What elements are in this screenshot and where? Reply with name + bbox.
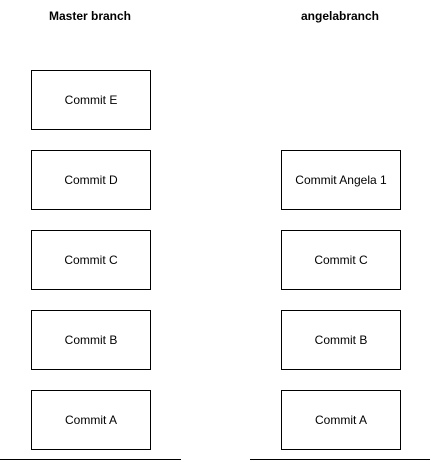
master-branch-baseline bbox=[0, 459, 181, 460]
angelabranch-commit-box: Commit C bbox=[281, 230, 401, 290]
angelabranch-baseline bbox=[250, 459, 430, 460]
commit-label: Commit D bbox=[64, 173, 118, 187]
master-commit-box: Commit E bbox=[31, 70, 151, 130]
commit-label: Commit Angela 1 bbox=[295, 173, 387, 187]
angelabranch-title: angelabranch bbox=[300, 9, 380, 23]
master-commit-box: Commit C bbox=[31, 230, 151, 290]
commit-label: Commit A bbox=[64, 413, 117, 427]
master-commit-box: Commit B bbox=[31, 310, 151, 370]
commit-label: Commit A bbox=[314, 413, 367, 427]
commit-label: Commit E bbox=[64, 93, 118, 107]
master-branch-title: Master branch bbox=[48, 9, 132, 23]
commit-label: Commit B bbox=[314, 333, 368, 347]
commit-label: Commit C bbox=[64, 253, 118, 267]
commit-label: Commit C bbox=[314, 253, 368, 267]
angelabranch-commit-box: Commit Angela 1 bbox=[281, 150, 401, 210]
angelabranch-commit-box: Commit B bbox=[281, 310, 401, 370]
master-commit-box: Commit A bbox=[31, 390, 151, 450]
angelabranch-commit-box: Commit A bbox=[281, 390, 401, 450]
commit-label: Commit B bbox=[64, 333, 118, 347]
master-commit-box: Commit D bbox=[31, 150, 151, 210]
